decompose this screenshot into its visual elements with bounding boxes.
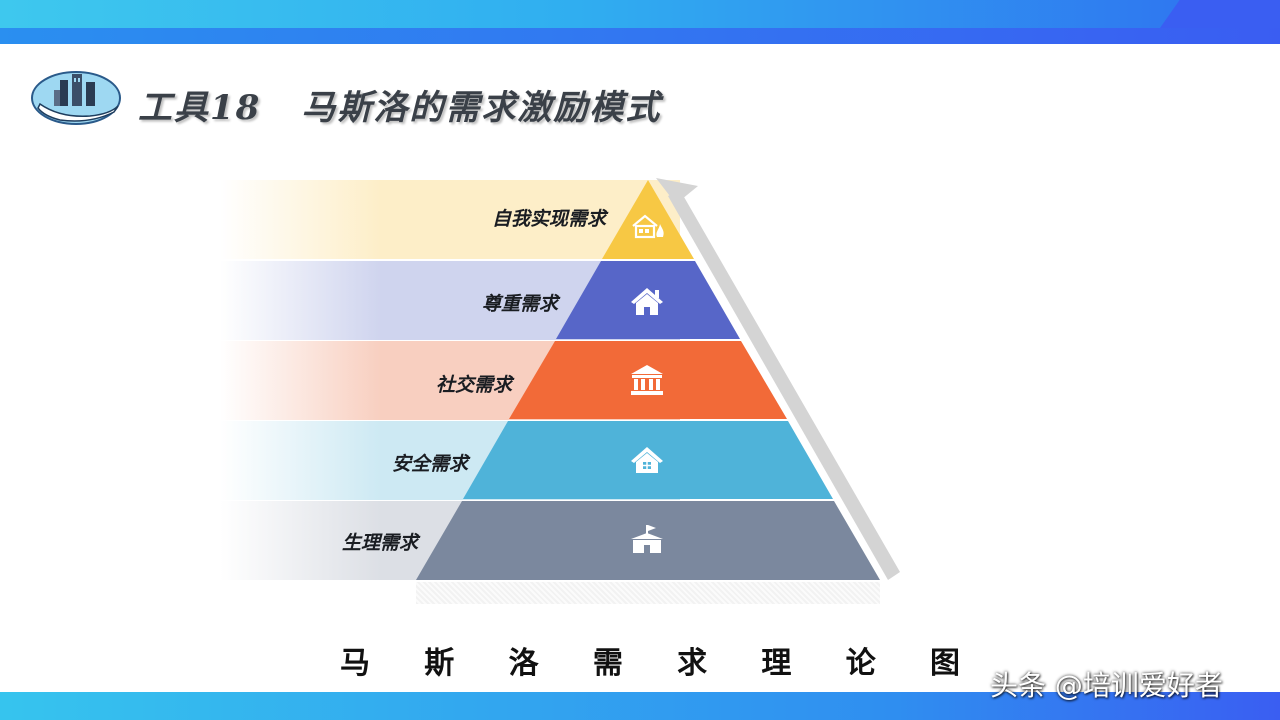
bank-icon bbox=[631, 365, 663, 395]
bottom-banner bbox=[0, 692, 1280, 720]
caption-char: 洛 bbox=[508, 646, 539, 681]
band-level-1 bbox=[220, 180, 680, 259]
diagram-caption: 马 斯 洛 需 求 理 论 图 bbox=[340, 638, 960, 682]
tool-code: 工具18 bbox=[138, 88, 262, 128]
house-icon bbox=[631, 288, 663, 315]
pyramid-level-3 bbox=[509, 341, 787, 419]
caption-char: 马 bbox=[340, 646, 370, 681]
caption-char: 图 bbox=[929, 646, 960, 681]
level-label-4: 安全需求 bbox=[391, 453, 468, 475]
level-label-1: 自我实现需求 bbox=[491, 208, 606, 230]
caption-char: 斯 bbox=[424, 646, 455, 681]
title-text: 马斯洛的需求激励模式 bbox=[301, 88, 662, 128]
hand-tools-logo-icon bbox=[31, 71, 121, 125]
level-label-2: 尊重需求 bbox=[481, 293, 558, 315]
level-label-3: 社交需求 bbox=[435, 374, 512, 396]
pyramid-reflection bbox=[416, 582, 880, 604]
watermark-text: 头条 @培训爱好者 bbox=[990, 669, 1223, 702]
home-shield-icon bbox=[631, 447, 663, 473]
ascending-arrow bbox=[656, 178, 900, 580]
school-icon bbox=[631, 525, 663, 553]
caption-char: 论 bbox=[845, 646, 876, 681]
caption-char: 理 bbox=[761, 646, 792, 681]
page-title: 工具18 马斯洛的需求激励模式 bbox=[138, 80, 661, 130]
house-fire-icon bbox=[632, 214, 664, 239]
caption-char: 需 bbox=[592, 646, 623, 681]
top-banner-stripe bbox=[0, 28, 1280, 44]
caption-char: 求 bbox=[677, 646, 708, 681]
top-banner bbox=[0, 0, 1280, 44]
level-label-5: 生理需求 bbox=[341, 532, 418, 554]
